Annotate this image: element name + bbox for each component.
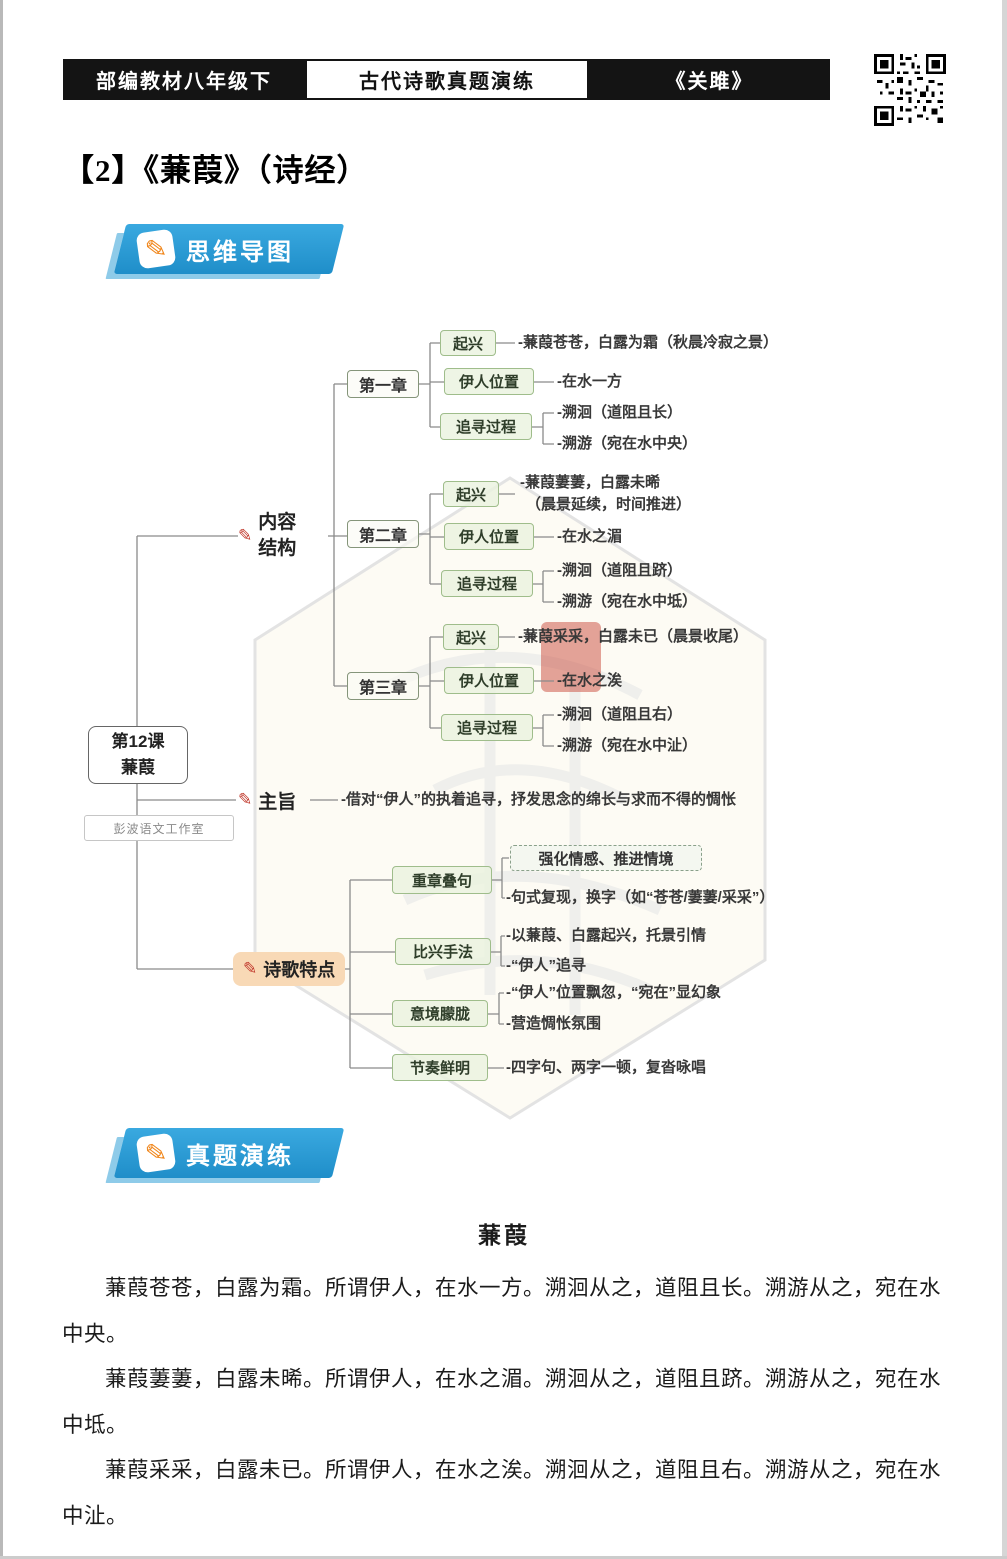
- mindmap-banner: ✎ 思维导图: [108, 224, 345, 274]
- root-line2: 蒹葭: [121, 758, 155, 777]
- structure-line2: 结构: [258, 538, 297, 559]
- poem-paragraph-3: 蒹葭采采，白露未已。所谓伊人，在水之涘。溯洄从之，道阻且右。溯游从之，宛在水中沚…: [62, 1458, 942, 1528]
- chapter-3-yiren-node: 伊人位置: [444, 667, 534, 694]
- chapter-1-yiren-node: 伊人位置: [444, 368, 534, 395]
- page-title: 【2】《蒹葭》（诗经）: [63, 153, 369, 188]
- chapter-1-zhuixun-text-2: -溯游（宛在水中央）: [557, 435, 697, 452]
- qr-code: [874, 54, 946, 126]
- chapter-1-qixing-text: -蒹葭苍苍，白露为霜（秋晨冷寂之景）: [518, 334, 778, 351]
- feature-jiezou-node: 节奏鲜明: [392, 1054, 488, 1081]
- chapter-2-qixing-text-2: （晨景延续，时间推进）: [526, 496, 692, 513]
- feature-chongzhang-node: 重章叠句: [392, 866, 492, 894]
- feature-chongzhang-highlight: 强化情感、推进情境: [510, 845, 702, 871]
- feature-yijing-node: 意境朦胧: [392, 1000, 488, 1027]
- feature-bixing-node: 比兴手法: [395, 938, 491, 965]
- chapter-3-zhuixun-text-2: -溯游（宛在水中沚）: [557, 737, 697, 754]
- chapter-2-node: 第二章: [347, 520, 419, 548]
- feature-bixing-text-1: -以蒹葭、白露起兴，托景引情: [506, 927, 706, 944]
- chapter-1-node: 第一章: [347, 370, 419, 398]
- branch-theme: ✎ 主旨: [238, 786, 296, 814]
- feature-bixing-text-2: -“伊人”追寻: [506, 957, 586, 974]
- poem-paragraph-2: 蒹葭萋萋，白露未晞。所谓伊人，在水之湄。溯洄从之，道阻且跻。溯游从之，宛在水中坻…: [62, 1367, 942, 1437]
- chapter-3-node: 第三章: [347, 672, 419, 700]
- feature-yijing-text-1: -“伊人”位置飘忽，“宛在”显幻象: [506, 984, 721, 1001]
- header-left-tab: 部编教材八年级下: [63, 59, 305, 100]
- branch-features: ✎ 诗歌特点: [233, 952, 346, 986]
- header-bar: 部编教材八年级下 古代诗歌真题演练 《关雎》: [63, 59, 830, 100]
- pencil-icon: ✎: [243, 959, 258, 978]
- structure-line1: 内容: [258, 512, 297, 534]
- chapter-2-qixing-text-1: -蒹葭萋萋，白露未晞: [520, 474, 660, 491]
- scan-edge-bottom: [0, 1556, 1007, 1559]
- chapter-2-yiren-text: -在水之湄: [557, 528, 622, 545]
- chapter-3-qixing-text: -蒹葭采采，白露未已（晨景收尾）: [518, 628, 748, 645]
- header-center-tab: 古代诗歌真题演练: [305, 59, 589, 100]
- chapter-1-zhuixun-node: 追寻过程: [440, 413, 532, 440]
- chapter-2-yiren-node: 伊人位置: [444, 523, 534, 550]
- theme-text: -借对“伊人”的执着追寻，抒发思念的绵长与求而不得的惆怅: [341, 791, 736, 808]
- chapter-3-zhuixun-node: 追寻过程: [441, 714, 533, 741]
- pencil-icon: ✎: [238, 526, 253, 545]
- root-line1: 第12课: [111, 731, 165, 751]
- chapter-3-qixing-node: 起兴: [443, 624, 499, 650]
- chapter-1-zhuixun-text-1: -溯洄（道阻且长）: [557, 404, 682, 421]
- feature-yijing-text-2: -营造惆怅氛围: [506, 1015, 601, 1032]
- pencil-icon: ✎: [135, 1132, 177, 1174]
- chapter-3-zhuixun-text-1: -溯洄（道阻且右）: [557, 706, 682, 723]
- scan-edge-left: [0, 0, 3, 1559]
- chapter-2-zhuixun-text-1: -溯洄（道阻且跻）: [557, 562, 682, 579]
- practice-banner: ✎ 真题演练: [108, 1128, 345, 1178]
- poem-paragraph-1: 蒹葭苍苍，白露为霜。所谓伊人，在水一方。溯洄从之，道阻且长。溯游从之，宛在水中央…: [62, 1276, 942, 1346]
- studio-label: 彭波语文工作室: [84, 815, 234, 841]
- practice-banner-label: 真题演练: [186, 1142, 294, 1170]
- features-label: 诗歌特点: [263, 960, 336, 980]
- pencil-icon: ✎: [135, 228, 177, 270]
- feature-jiezou-text: -四字句、两字一顿，复沓咏唱: [506, 1059, 706, 1076]
- chapter-3-yiren-text: -在水之涘: [557, 672, 622, 689]
- mindmap-root-node: 第12课 蒹葭: [88, 726, 188, 784]
- poem-section: 蒹葭 蒹葭苍苍，白露为霜。所谓伊人，在水一方。溯洄从之，道阻且长。溯游从之，宛在…: [62, 1216, 946, 1539]
- scan-edge-right: [1002, 0, 1007, 1559]
- mindmap-banner-label: 思维导图: [186, 238, 294, 266]
- poem-title: 蒹葭: [478, 1223, 530, 1248]
- chapter-2-zhuixun-text-2: -溯游（宛在水中坻）: [557, 593, 697, 610]
- chapter-1-yiren-text: -在水一方: [557, 373, 622, 390]
- chapter-2-zhuixun-node: 追寻过程: [441, 570, 533, 597]
- chapter-2-qixing-node: 起兴: [443, 481, 499, 507]
- pencil-icon: ✎: [238, 790, 253, 809]
- header-right-tab: 《关雎》: [589, 59, 830, 100]
- branch-structure: ✎ 内容 结构: [238, 510, 296, 562]
- feature-chongzhang-text: -句式复现，换字（如“苍苍/萋萋/采采”）: [506, 889, 775, 906]
- theme-label: 主旨: [258, 791, 297, 813]
- chapter-1-qixing-node: 起兴: [440, 330, 496, 356]
